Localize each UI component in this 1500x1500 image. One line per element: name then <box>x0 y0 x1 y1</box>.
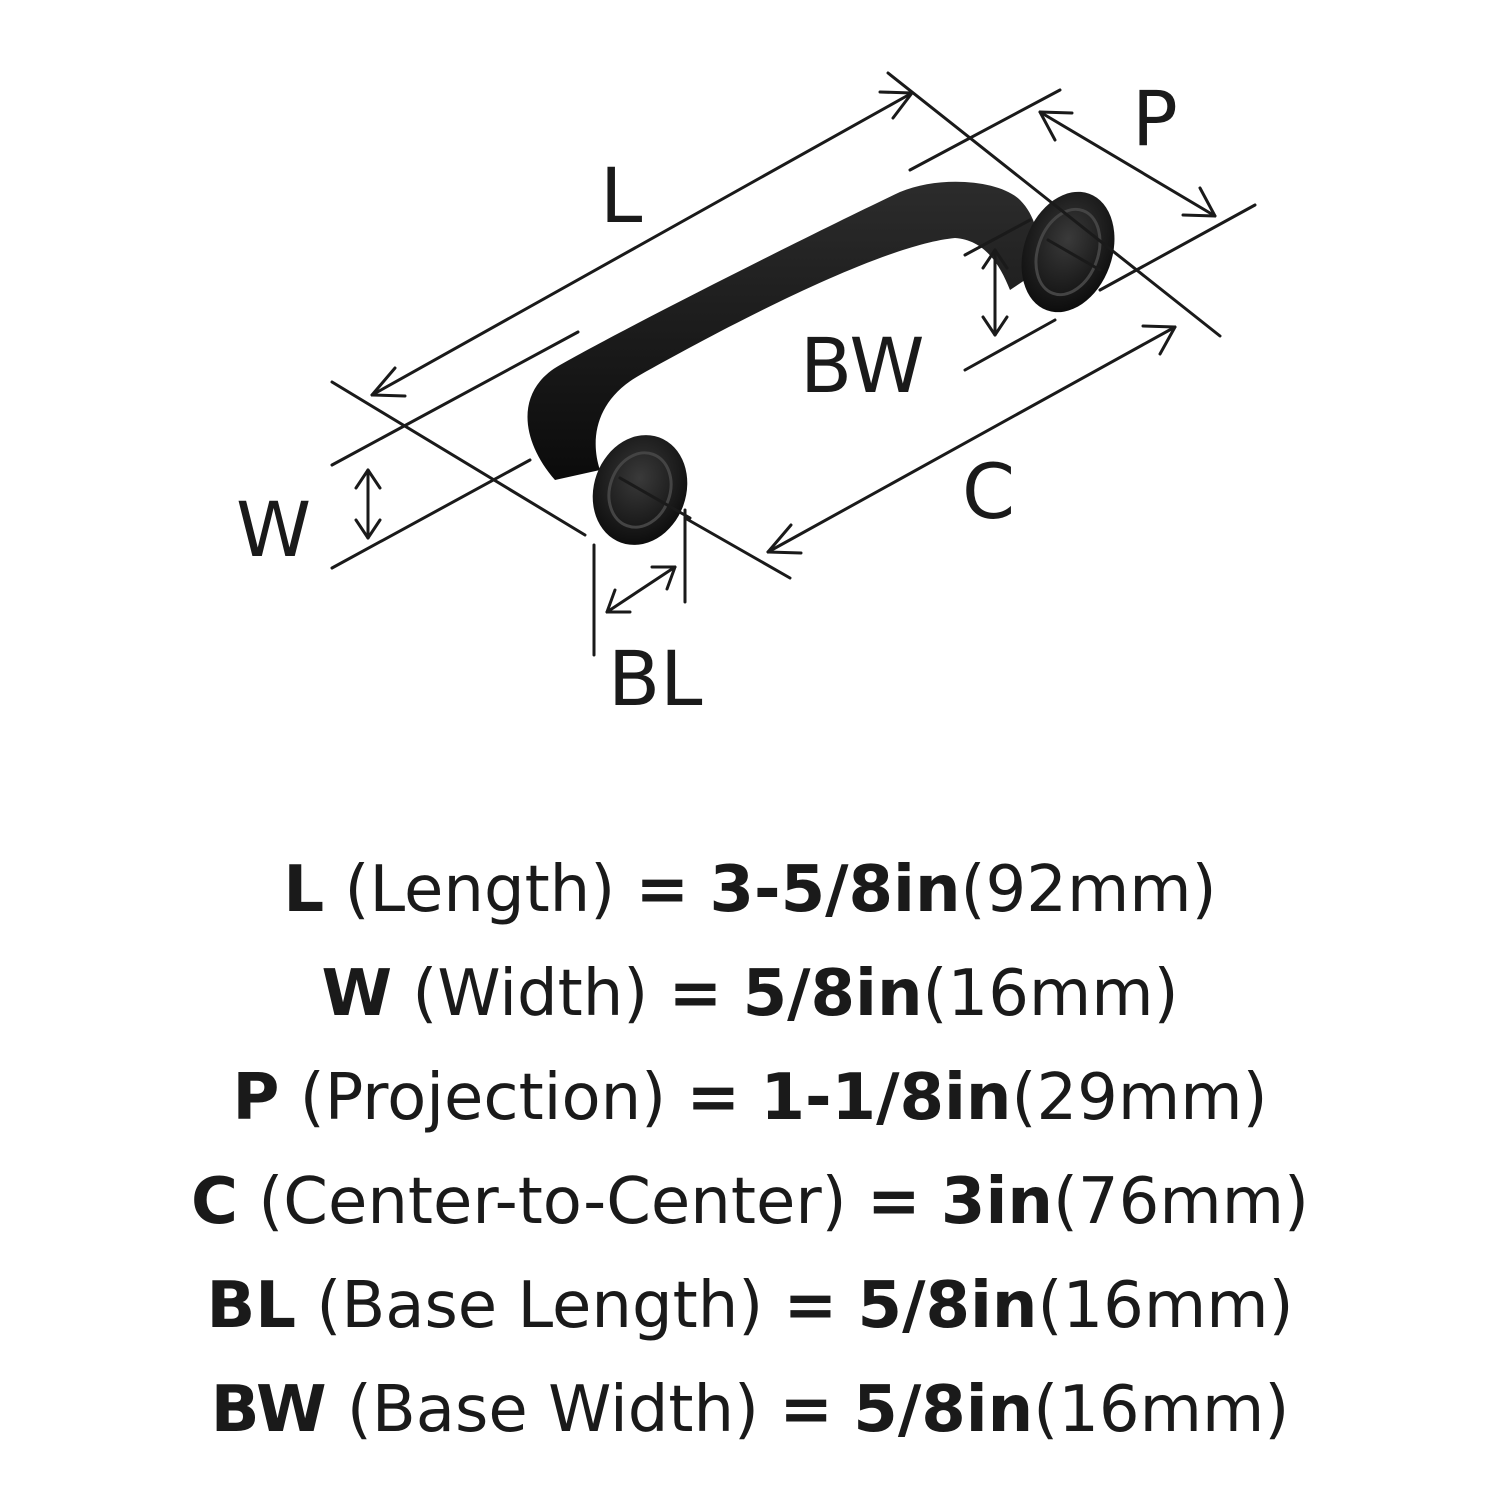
label-BW: BW <box>800 321 925 410</box>
spec-symbol: W <box>321 957 393 1031</box>
L-dimension-line <box>370 91 914 397</box>
spec-row: P (Projection) = 1-1/8in(29mm) <box>0 1046 1500 1150</box>
right-center-stub <box>1046 238 1102 272</box>
dimension-spec-list: L (Length) = 3-5/8in(92mm)W (Width) = 5/… <box>0 838 1500 1462</box>
spec-row: L (Length) = 3-5/8in(92mm) <box>0 838 1500 942</box>
spec-imperial-value: 3in <box>940 1165 1053 1239</box>
spec-symbol: BW <box>210 1373 327 1447</box>
spec-metric-value: (16mm) <box>1037 1269 1294 1343</box>
spec-row: C (Center-to-Center) = 3in(76mm) <box>0 1150 1500 1254</box>
arrow-head <box>766 523 803 555</box>
extension-line <box>908 88 1062 172</box>
C-dimension-line <box>766 325 1177 554</box>
spec-name: (Base Length) <box>316 1269 764 1343</box>
label-L: L <box>600 151 642 240</box>
spec-imperial-value: 5/8in <box>857 1269 1038 1343</box>
right-base-rim <box>1034 207 1102 297</box>
spec-symbol: L <box>283 853 325 927</box>
BL-dimension-line <box>605 565 677 614</box>
dimension-BL: BL <box>592 508 702 723</box>
extension-line <box>330 458 532 570</box>
spec-metric-value: (16mm) <box>1033 1373 1290 1447</box>
dimension-BW: BW <box>800 218 1057 410</box>
extension-line <box>886 71 1222 338</box>
spec-metric-value: (29mm) <box>1011 1061 1268 1135</box>
left-center-stub <box>618 476 692 520</box>
spec-name: (Base Width) <box>346 1373 759 1447</box>
arrow-head <box>370 366 407 398</box>
dimension-C: C <box>683 324 1177 580</box>
spec-imperial-value: 1-1/8in <box>760 1061 1012 1135</box>
spec-imperial-value: 3-5/8in <box>709 853 961 927</box>
arrow-head <box>354 518 382 540</box>
spec-equals: = <box>783 1269 838 1343</box>
dimension-L: L <box>330 71 1222 537</box>
extension-line <box>683 516 792 580</box>
label-W: W <box>236 485 311 574</box>
spec-name: (Width) <box>412 957 649 1031</box>
spec-metric-value: (76mm) <box>1052 1165 1309 1239</box>
extension-line <box>963 218 1032 257</box>
spec-name: (Length) <box>344 853 616 927</box>
handle-bar <box>527 181 1040 480</box>
label-C: C <box>962 447 1015 536</box>
spec-imperial-value: 5/8in <box>742 957 923 1031</box>
arrow-head <box>981 315 1009 337</box>
spec-metric-value: (16mm) <box>922 957 1179 1031</box>
spec-equals: = <box>866 1165 921 1239</box>
P-dimension-line <box>1038 110 1217 218</box>
spec-row: BL (Base Length) = 5/8in(16mm) <box>0 1254 1500 1358</box>
extension-line <box>963 318 1057 372</box>
spec-name: (Center-to-Center) <box>258 1165 847 1239</box>
dimension-diagram: L P BW W C <box>236 71 1257 723</box>
spec-symbol: C <box>191 1165 238 1239</box>
spec-metric-value: (92mm) <box>960 853 1217 927</box>
spec-equals: = <box>668 957 723 1031</box>
extension-line <box>330 330 580 467</box>
cabinet-pull-handle <box>527 181 1115 545</box>
dimension-W: W <box>236 330 580 574</box>
spec-row: W (Width) = 5/8in(16mm) <box>0 942 1500 1046</box>
spec-row: BW (Base Width) = 5/8in(16mm) <box>0 1358 1500 1462</box>
spec-equals: = <box>635 853 690 927</box>
arrow-head <box>605 588 632 614</box>
arrow-head <box>878 90 914 120</box>
arrow-head <box>650 565 677 591</box>
arrow-head <box>981 248 1009 270</box>
extension-line <box>1098 203 1257 292</box>
extension-line <box>330 380 587 537</box>
spec-equals: = <box>686 1061 741 1135</box>
spec-imperial-value: 5/8in <box>853 1373 1034 1447</box>
label-P: P <box>1132 74 1178 163</box>
dimension-P: P <box>908 74 1257 292</box>
arrow-head <box>354 468 382 490</box>
arrow-head <box>1141 324 1177 356</box>
label-BL: BL <box>608 634 702 723</box>
spec-name: (Projection) <box>299 1061 667 1135</box>
arrow-head <box>1181 186 1217 218</box>
spec-symbol: P <box>232 1061 280 1135</box>
spec-equals: = <box>779 1373 833 1447</box>
left-base-rim <box>607 451 673 529</box>
arrow-head <box>1038 110 1074 142</box>
spec-symbol: BL <box>206 1269 297 1343</box>
